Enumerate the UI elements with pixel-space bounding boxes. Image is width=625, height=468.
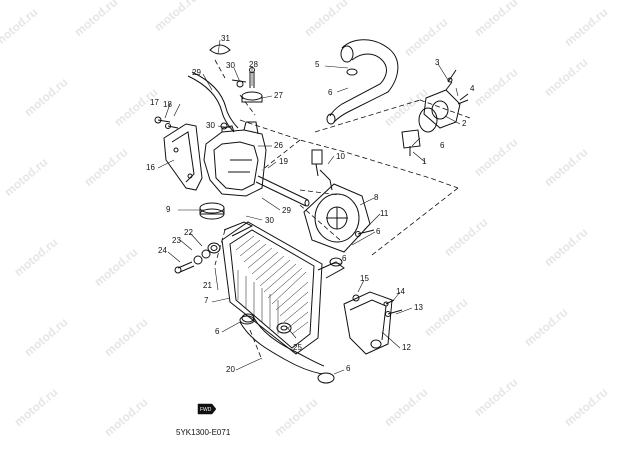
- reservoir-cap-parts: [209, 44, 263, 130]
- reservoir-tank: [203, 121, 267, 197]
- lower-hose: [239, 315, 325, 375]
- hose-clamps: [241, 68, 358, 384]
- callout-5: 5: [315, 60, 320, 69]
- callout-23: 23: [172, 236, 181, 245]
- callout-31: 31: [221, 34, 230, 43]
- callout-30c: 30: [265, 216, 274, 225]
- callout-6a: 6: [376, 227, 381, 236]
- callout-3a: 3: [435, 58, 440, 67]
- bolt-11: [355, 229, 375, 237]
- callout-6b: 6: [328, 88, 333, 97]
- callout-29b: 29: [282, 206, 291, 215]
- grommet-21: [207, 242, 221, 254]
- assembly-dashed-lines: [214, 59, 471, 361]
- callout-30a: 30: [226, 61, 235, 70]
- callout-10: 10: [336, 152, 345, 161]
- callout-1: 1: [422, 157, 427, 166]
- callout-26: 26: [274, 141, 283, 150]
- callout-30b: 30: [206, 121, 215, 130]
- radiator-cap: [199, 202, 225, 220]
- callout-24: 24: [158, 246, 167, 255]
- callout-2: 2: [462, 119, 467, 128]
- callout-20: 20: [226, 365, 235, 374]
- leader-lines: [157, 39, 461, 375]
- fwd-label: FWD: [200, 407, 212, 413]
- front-direction-marker: FWD: [197, 403, 217, 415]
- diagram-code: 5YK1300-E071: [176, 428, 231, 437]
- overflow-hose: [187, 71, 239, 133]
- callout-21: 21: [203, 281, 212, 290]
- upper-hose: [326, 39, 399, 125]
- callout-18: 18: [163, 100, 172, 109]
- fan-connector: [311, 149, 323, 177]
- callout-22: 22: [184, 228, 193, 237]
- right-side-cover: [343, 291, 393, 355]
- callout-19: 19: [279, 157, 288, 166]
- callout-27: 27: [274, 91, 283, 100]
- callout-15: 15: [360, 274, 369, 283]
- callout-3b: 4: [470, 84, 475, 93]
- callout-6d: 6: [215, 327, 220, 336]
- thermostat-housing: [401, 69, 469, 156]
- callout-13: 13: [414, 303, 423, 312]
- left-side-cover: [163, 123, 203, 191]
- callout-28: 28: [249, 60, 258, 69]
- callout-9: 9: [166, 205, 171, 214]
- callout-6e: 6: [346, 364, 351, 373]
- screw-17-18: [154, 116, 179, 129]
- grommet-25: [276, 322, 292, 334]
- bolts-13-14-15: [352, 294, 403, 317]
- callout-17: 17: [150, 98, 159, 107]
- callout-7: 7: [204, 296, 209, 305]
- cooling-fan: [303, 169, 371, 253]
- callout-14: 14: [396, 287, 405, 296]
- pipe-19: [255, 175, 310, 207]
- callout-25: 25: [293, 343, 302, 352]
- bolts-22-23-24: [174, 249, 211, 274]
- callout-16: 16: [146, 163, 155, 172]
- callout-4: 6: [440, 141, 445, 150]
- callout-8: 8: [374, 193, 379, 202]
- callout-11: 11: [380, 209, 389, 218]
- callout-6c: 6: [342, 254, 347, 263]
- radiator-core: [221, 221, 345, 355]
- callout-29a: 29: [192, 68, 201, 77]
- callout-12: 12: [402, 343, 411, 352]
